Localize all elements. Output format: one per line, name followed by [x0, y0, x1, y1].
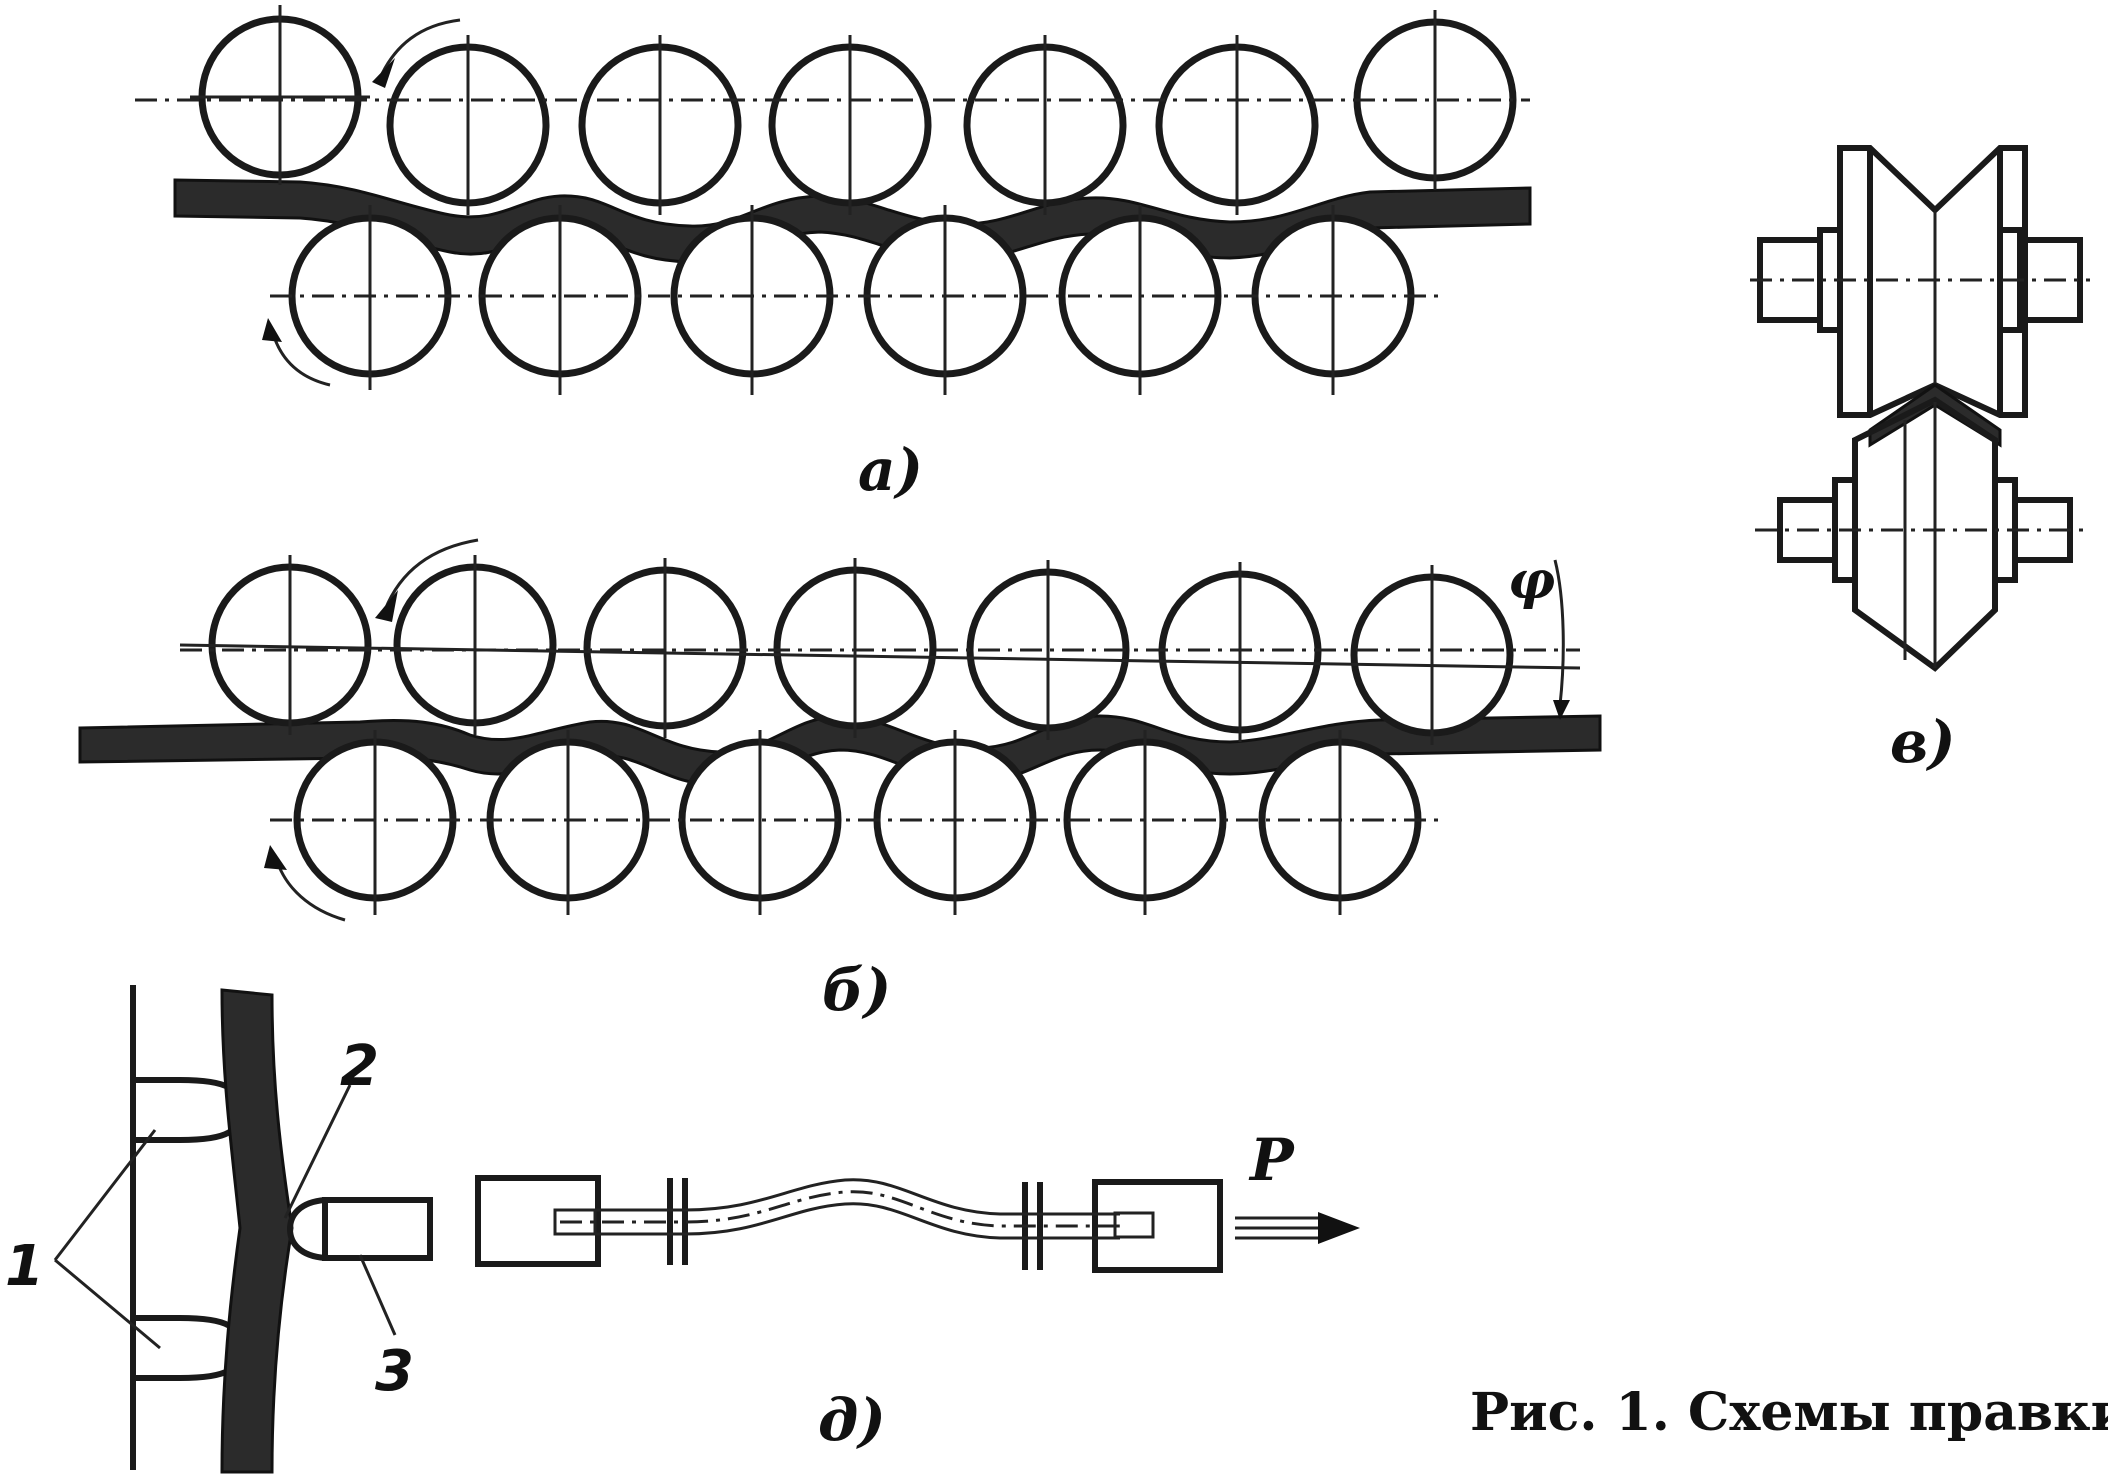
bent-profile — [560, 1178, 1120, 1216]
callout-2: 2 — [340, 1034, 379, 1099]
punch-3 — [322, 1197, 433, 1261]
figure-caption: Рис. 1. Схемы правки — [1470, 1382, 2108, 1443]
scheme-b-roller-straightener-inclined: φ б) — [78, 538, 1602, 1024]
scheme-v-profile-rolls: в) — [1750, 145, 2090, 776]
scheme-a-roller-straightener: а) — [135, 5, 1532, 504]
scheme-a-rotation-arrows — [262, 18, 461, 387]
scheme-b-lower-rolls — [293, 738, 1422, 902]
callout-3: 3 — [375, 1339, 414, 1404]
support-1-upper — [133, 1077, 244, 1143]
label-a: а) — [858, 436, 923, 504]
scheme-d-stretch-straightening: P д) — [475, 1126, 1360, 1454]
scheme-a-upper-rolls — [198, 15, 1517, 207]
label-v: в) — [1890, 708, 1956, 776]
fixed-clamp — [475, 1175, 601, 1267]
scheme-a-centerlines — [135, 5, 1530, 395]
bent-bar-2 — [220, 988, 294, 1474]
scheme-g-press-straightening: 1 2 3 — [5, 985, 433, 1474]
scheme-b-strip — [78, 714, 1602, 788]
scheme-b-rotation-arrows — [264, 538, 1570, 922]
lower-profile-roll — [1777, 396, 2073, 672]
angle-phi-label: φ — [1508, 550, 1555, 611]
scheme-b-centerlines — [179, 555, 1581, 915]
label-d: д) — [818, 1386, 886, 1454]
angle-arrow — [1553, 559, 1565, 706]
force-p-label: P — [1248, 1126, 1295, 1194]
label-b: б) — [822, 956, 891, 1024]
rotation-arrow — [378, 18, 461, 79]
callout-1: 1 — [5, 1234, 44, 1299]
moving-clamp — [1092, 1179, 1223, 1273]
rotation-arrow — [383, 538, 479, 611]
